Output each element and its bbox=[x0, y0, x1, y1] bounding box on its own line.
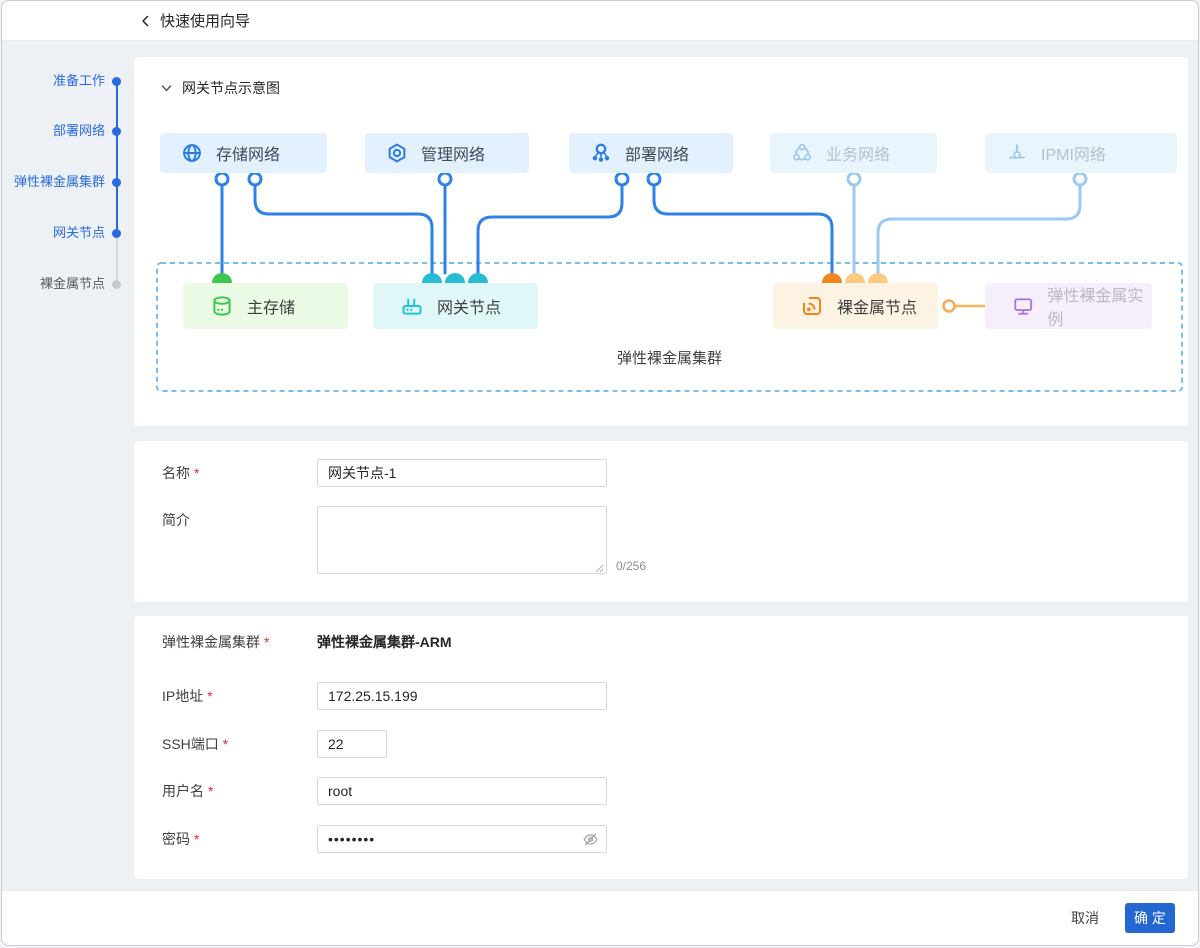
diagram-section-title: 网关节点示意图 bbox=[182, 80, 280, 96]
ring-nodes-icon bbox=[793, 143, 811, 161]
cluster-field-label: 弹性裸金属集群* bbox=[162, 634, 270, 650]
node-label: 裸金属节点 bbox=[837, 300, 918, 317]
step-dot bbox=[112, 177, 121, 187]
ip-label: IP地址* bbox=[162, 688, 213, 704]
node-label: 主存储 bbox=[247, 300, 296, 317]
resize-grip[interactable] bbox=[594, 563, 604, 573]
required-mark: * bbox=[222, 736, 229, 752]
steps-line-active bbox=[116, 81, 118, 233]
back-chevron-icon bbox=[142, 15, 149, 26]
name-input[interactable] bbox=[317, 459, 607, 487]
diagram-card: 网关节点示意图 存储网络 管理网络 bbox=[134, 57, 1188, 426]
cancel-button[interactable]: 取消 bbox=[1071, 910, 1099, 926]
step-label: 准备工作 bbox=[52, 73, 105, 88]
network-label: 业务网络 bbox=[826, 147, 891, 164]
step-baremetal-node[interactable]: 裸金属节点 bbox=[2, 275, 128, 293]
step-label: 弹性裸金属集群 bbox=[13, 174, 105, 189]
cluster-label: 弹性裸金属集群 bbox=[616, 350, 722, 367]
step-prepare[interactable]: 准备工作 bbox=[2, 72, 128, 90]
step-label: 网关节点 bbox=[52, 225, 105, 240]
char-counter: 0/256 bbox=[616, 559, 647, 573]
step-dot bbox=[112, 228, 121, 238]
ip-input[interactable] bbox=[317, 682, 607, 710]
required-mark: * bbox=[194, 831, 200, 847]
cluster-value: 弹性裸金属集群-ARM bbox=[317, 634, 452, 650]
confirm-button[interactable]: 确 定 bbox=[1125, 903, 1175, 933]
node-gateway: 网关节点 bbox=[373, 283, 538, 329]
toggle-password-visibility-button[interactable] bbox=[582, 831, 599, 848]
router-icon bbox=[402, 298, 422, 315]
database-icon bbox=[213, 296, 231, 316]
network-box-storage: 存储网络 bbox=[160, 133, 327, 173]
step-dot bbox=[112, 279, 121, 289]
monitor-icon bbox=[1014, 298, 1033, 315]
connector-icon bbox=[1009, 144, 1025, 159]
chevron-down-icon bbox=[161, 84, 172, 91]
nodes-icon bbox=[592, 143, 610, 162]
broadcast-icon bbox=[803, 297, 821, 315]
top-bar: 快速使用向导 bbox=[2, 1, 1198, 41]
step-deploy-network[interactable]: 部署网络 bbox=[2, 122, 128, 140]
password-label: 密码* bbox=[162, 831, 200, 847]
footer-bar: 取消 确 定 bbox=[2, 890, 1198, 945]
username-label: 用户名* bbox=[162, 783, 214, 799]
network-box-ipmi: IPMI网络 bbox=[985, 133, 1177, 173]
node-label: 网关节点 bbox=[437, 300, 502, 317]
network-box-business: 业务网络 bbox=[770, 133, 937, 173]
ssh-port-label: SSH端口* bbox=[162, 736, 229, 752]
node-elastic-baremetal-instance: 弹性裸金属实例 bbox=[985, 283, 1152, 329]
description-textarea[interactable] bbox=[317, 506, 607, 574]
password-input[interactable] bbox=[317, 825, 607, 853]
globe-icon bbox=[183, 144, 201, 162]
diagram-collapse-toggle[interactable]: 网关节点示意图 bbox=[160, 78, 280, 98]
nut-icon bbox=[388, 143, 406, 163]
eye-off-icon bbox=[583, 833, 598, 846]
network-label: 存储网络 bbox=[216, 147, 281, 164]
network-label: 管理网络 bbox=[421, 147, 486, 164]
page-title: 快速使用向导 bbox=[160, 13, 251, 30]
network-label: 部署网络 bbox=[625, 147, 690, 164]
step-label: 裸金属节点 bbox=[39, 276, 105, 291]
node-label: 弹性裸金属实例 bbox=[1047, 288, 1144, 329]
basic-info-card: 名称* 简介 0/256 bbox=[134, 441, 1188, 602]
password-field bbox=[317, 825, 607, 853]
network-label: IPMI网络 bbox=[1041, 147, 1106, 164]
back-button[interactable] bbox=[136, 11, 156, 31]
step-elastic-baremetal-cluster[interactable]: 弹性裸金属集群 bbox=[2, 173, 128, 191]
steps-line-pending bbox=[116, 233, 118, 284]
step-dot bbox=[112, 76, 121, 86]
required-mark: * bbox=[207, 688, 213, 704]
network-box-management: 管理网络 bbox=[365, 133, 529, 173]
step-dot bbox=[112, 126, 121, 136]
step-label: 部署网络 bbox=[52, 123, 105, 138]
name-label: 名称* bbox=[162, 465, 200, 481]
required-mark: * bbox=[264, 634, 270, 650]
network-box-deployment: 部署网络 bbox=[569, 133, 733, 173]
diagram-wires bbox=[156, 171, 1183, 392]
node-main-storage: 主存储 bbox=[183, 283, 348, 329]
required-mark: * bbox=[208, 783, 214, 799]
description-label: 简介 bbox=[162, 512, 190, 528]
username-input[interactable] bbox=[317, 777, 607, 805]
ssh-port-input[interactable] bbox=[317, 730, 387, 758]
required-mark: * bbox=[194, 465, 200, 481]
connection-card: 弹性裸金属集群* 弹性裸金属集群-ARM IP地址* SSH端口* 用户名* 密… bbox=[134, 616, 1188, 879]
node-baremetal: 裸金属节点 bbox=[773, 283, 938, 329]
step-gateway-node[interactable]: 网关节点 bbox=[2, 224, 128, 242]
